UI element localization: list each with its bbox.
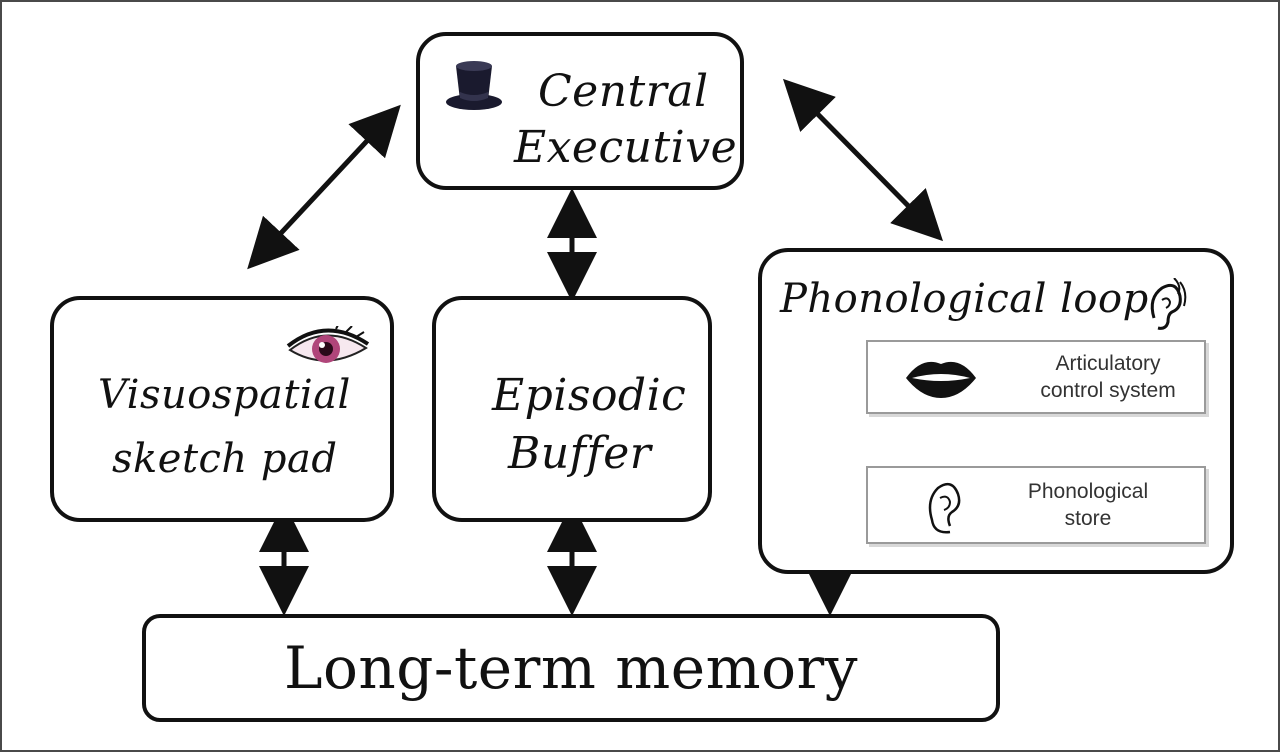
episodic-buffer-line2: Buffer [508,428,652,479]
arrow-central-phonological [782,78,944,242]
long-term-memory-label: Long-term memory [283,634,859,702]
phonological-loop-title: Phonological loop [780,276,1149,322]
lips-icon [906,361,976,398]
central-executive-line1: Central [538,66,709,117]
episodic-buffer-box: Episodic Buffer [432,296,712,522]
store-line2: store [1064,507,1112,530]
ear-icon [928,482,961,534]
visuospatial-line1: Visuospatial [98,372,351,418]
articulatory-line1: Articulatory [1055,352,1161,375]
long-term-memory-box: Long-term memory [142,614,1000,722]
eye-icon [286,326,370,363]
episodic-buffer-line1: Episodic [492,370,687,421]
visuospatial-line2: sketch pad [112,436,338,482]
phonological-store-box: Phonological store [866,466,1206,544]
central-executive-box: Central Executive [416,32,744,190]
articulatory-label: Articulatory control system [1018,350,1198,404]
top-hat-icon [446,61,502,110]
phonological-store-label: Phonological store [998,478,1178,532]
central-executive-line2: Executive [514,122,738,173]
visuospatial-sketchpad-box: Visuospatial sketch pad [50,296,394,522]
articulatory-control-system-box: Articulatory control system [866,340,1206,414]
arrow-central-visuospatial [247,104,401,270]
articulatory-line2: control system [1040,379,1176,402]
ear-icon [1150,278,1187,330]
store-line1: Phonological [1027,480,1149,503]
phonological-loop-box: Phonological loop Articulatory control s… [758,248,1234,574]
